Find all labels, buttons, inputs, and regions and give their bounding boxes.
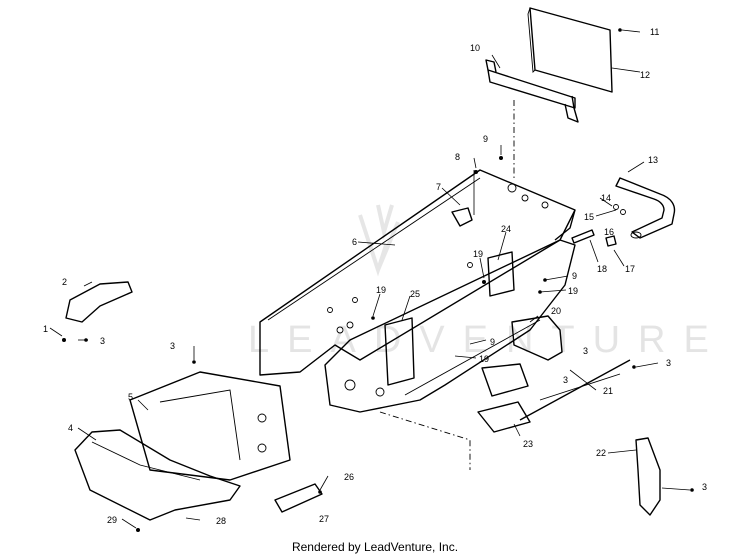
callout-1: 1: [43, 324, 48, 334]
callout-22: 22: [596, 448, 606, 458]
footer-credit: Rendered by LeadVenture, Inc.: [291, 540, 459, 554]
part-25-plate: [384, 317, 415, 386]
callout-3-e: 3: [666, 358, 671, 368]
callout-19-a: 19: [473, 249, 483, 259]
callout-18: 18: [597, 264, 607, 274]
part-12-panel: [527, 7, 613, 93]
callout-26: 26: [344, 472, 354, 482]
callout-28: 28: [216, 516, 226, 526]
part-6-main-frame: [259, 169, 576, 376]
part-22-bracket: [635, 437, 661, 516]
part-24-plate: [487, 251, 515, 297]
callout-6: 6: [352, 237, 357, 247]
part-13-tube: [615, 177, 676, 239]
callout-24: 24: [501, 224, 511, 234]
callout-25: 25: [410, 289, 420, 299]
callout-8: 8: [455, 152, 460, 162]
callout-labels: 1 2 3 3 3 3 3 3 4 5 6 7 8 9 9 9 10 11 12…: [43, 27, 707, 526]
callout-14: 14: [601, 193, 611, 203]
part-27-bracket: [274, 483, 323, 513]
bracket-near-21: [481, 363, 529, 397]
part-5-seat-box: [129, 371, 291, 481]
hardware-fasteners: [62, 28, 694, 532]
part-18-strip: [571, 229, 595, 244]
callout-15: 15: [584, 212, 594, 222]
callout-7: 7: [436, 182, 441, 192]
callout-3-a: 3: [100, 336, 105, 346]
part-21-rods: [519, 359, 631, 421]
part-7-bracket: [451, 207, 473, 227]
callout-16: 16: [604, 227, 614, 237]
callout-20: 20: [551, 306, 561, 316]
callout-17: 17: [625, 264, 635, 274]
callout-19-c: 19: [568, 286, 578, 296]
hardware-14-15-16: [605, 204, 626, 247]
part-2-bracket: [65, 281, 133, 323]
callout-11: 11: [650, 27, 659, 37]
callout-23: 23: [523, 439, 533, 449]
watermark-logo: [358, 204, 400, 277]
callout-3-f: 3: [702, 482, 707, 492]
callout-9-b: 9: [572, 271, 577, 281]
part-10-bracket: [485, 59, 579, 123]
part-23-bracket: [477, 401, 531, 433]
callout-9-c: 9: [490, 337, 495, 347]
callout-9-a: 9: [483, 134, 488, 144]
part-4-cradle: [74, 429, 241, 521]
callout-leaders: [49, 29, 691, 529]
callout-27: 27: [319, 514, 329, 524]
callout-29: 29: [107, 515, 117, 525]
callout-13: 13: [648, 155, 658, 165]
callout-19-d: 19: [479, 354, 489, 364]
callout-3-d: 3: [563, 375, 568, 385]
callout-4: 4: [68, 423, 73, 433]
callout-5: 5: [128, 392, 133, 402]
callout-3-c: 3: [583, 346, 588, 356]
callout-10: 10: [470, 43, 480, 53]
callout-12: 12: [640, 70, 650, 80]
callout-3-b: 3: [170, 341, 175, 351]
callout-21: 21: [603, 386, 613, 396]
part-20-bracket: [511, 315, 563, 361]
callout-2: 2: [62, 277, 67, 287]
callout-19-b: 19: [376, 285, 386, 295]
